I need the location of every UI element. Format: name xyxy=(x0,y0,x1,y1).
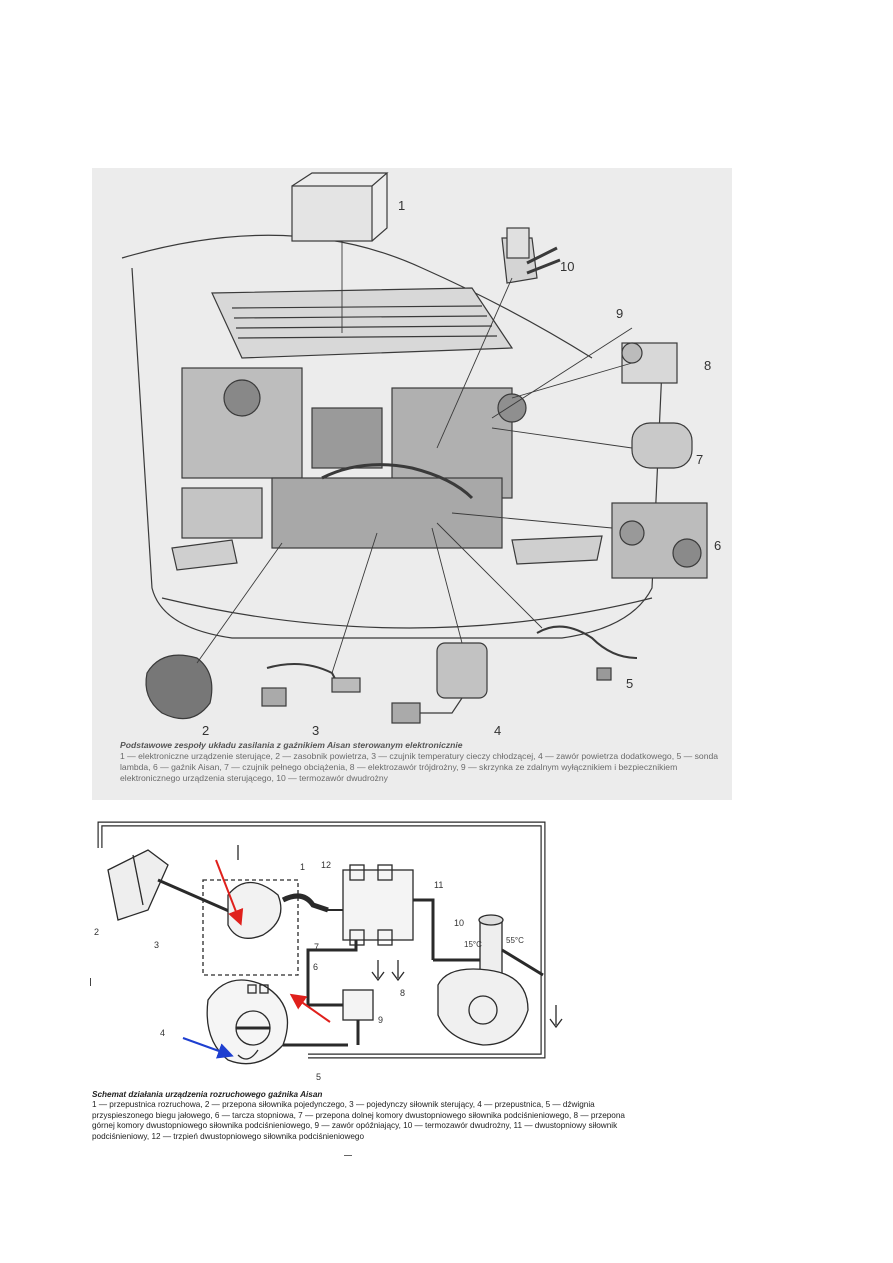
top-label-3: 3 xyxy=(312,723,319,738)
bottom-figure-caption: Schemat działania urządzenia rozruchoweg… xyxy=(92,1090,632,1142)
bottom-label-12: 12 xyxy=(321,860,331,870)
starter-device-schematic: 1 2 3 4 5 6 7 8 9 10 11 12 15°C 55°C xyxy=(88,810,588,1086)
bottom-caption-title: Schemat działania urządzenia rozruchoweg… xyxy=(92,1090,323,1099)
top-label-10: 10 xyxy=(560,259,574,274)
engine-bay-drawing: 1 2 3 4 5 6 7 8 9 10 xyxy=(121,172,721,738)
bottom-label-8: 8 xyxy=(400,988,405,998)
top-figure-caption: Podstawowe zespoły układu zasilania z ga… xyxy=(120,740,730,784)
bottom-label-2: 2 xyxy=(94,927,99,937)
temp-label-high: 55°C xyxy=(506,936,524,945)
top-label-6: 6 xyxy=(714,538,721,553)
bottom-label-3: 3 xyxy=(154,940,159,950)
top-caption-title: Podstawowe zespoły układu zasilania z ga… xyxy=(120,740,463,750)
bottom-caption-body: 1 — przepustnica rozruchowa, 2 — przepon… xyxy=(92,1100,625,1141)
bottom-label-1: 1 xyxy=(300,862,305,872)
engine-bay-illustration: 1 2 3 4 5 6 7 8 9 10 xyxy=(92,168,732,800)
bottom-label-4: 4 xyxy=(160,1028,165,1038)
blue-arrow xyxy=(182,1037,234,1059)
hood-outline xyxy=(121,234,593,359)
bottom-label-7: 7 xyxy=(314,942,319,952)
temp-label-low: 15°C xyxy=(464,940,482,949)
margin-mark xyxy=(90,978,91,986)
red-arrow-lower xyxy=(289,993,331,1023)
schematic-drawing: 1 2 3 4 5 6 7 8 9 10 11 12 15°C 55°C xyxy=(94,821,563,1082)
bottom-label-6: 6 xyxy=(313,962,318,972)
top-label-7: 7 xyxy=(696,452,703,467)
top-label-4: 4 xyxy=(494,723,501,738)
top-label-9: 9 xyxy=(616,306,623,321)
top-label-8: 8 xyxy=(704,358,711,373)
top-label-2: 2 xyxy=(202,723,209,738)
bottom-label-11: 11 xyxy=(434,880,443,890)
bottom-label-9: 9 xyxy=(378,1015,383,1025)
top-label-5: 5 xyxy=(626,676,633,691)
bottom-label-10: 10 xyxy=(454,918,464,928)
top-caption-body: 1 — elektroniczne urządzenie sterujące, … xyxy=(120,751,719,783)
red-arrow-upper xyxy=(215,859,244,926)
page-dash xyxy=(344,1155,352,1156)
bottom-label-5: 5 xyxy=(316,1072,321,1082)
top-label-1: 1 xyxy=(398,198,405,213)
